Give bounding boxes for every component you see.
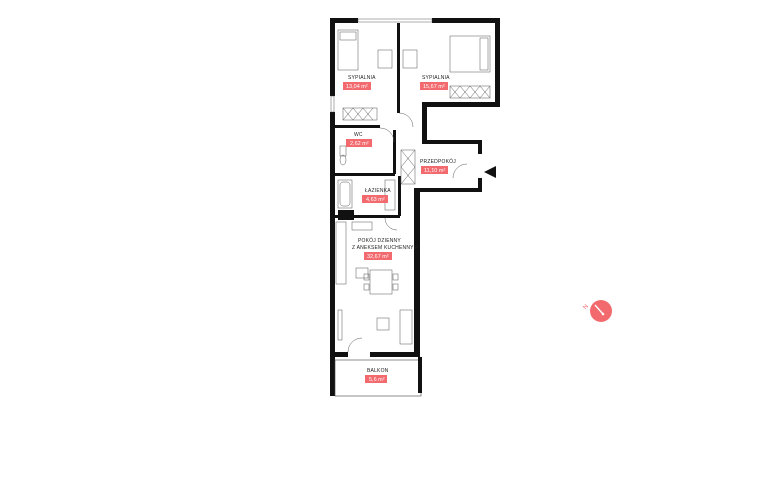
room-area: 32,67 m² [367, 254, 389, 260]
room-area: 5,6 m² [369, 377, 385, 383]
room-area: 4,63 m² [366, 197, 385, 203]
room-area: 2,62 m² [350, 141, 369, 147]
area-badge [362, 195, 388, 203]
room-name: PRZEDPOKÓJ [420, 158, 456, 165]
room-area: 11,10 m² [424, 168, 445, 174]
room-label-wc: WC 2,62 m² [346, 132, 372, 147]
room-name: WC [354, 132, 363, 138]
room-name: BALKON [367, 368, 389, 374]
area-badge [343, 82, 371, 90]
compass-letter: N [583, 304, 590, 311]
area-badge [421, 166, 448, 174]
walls [330, 18, 500, 397]
room-label-bedroom1: SYPIALNIA 13,04 m² [343, 75, 376, 90]
room-label-living: POKÓJ DZIENNY Z ANEKSEM KUCHENNYM 32,67 … [352, 237, 418, 260]
furniture [335, 29, 496, 353]
area-badge [346, 139, 372, 147]
room-name-line1: POKÓJ DZIENNY [358, 237, 401, 244]
room-name: SYPIALNIA [422, 75, 450, 81]
room-name: ŁAZIENKA [365, 188, 391, 194]
room-name-line2: Z ANEKSEM KUCHENNYM [352, 245, 418, 251]
area-badge [365, 375, 387, 383]
area-badge [364, 252, 392, 260]
area-badge [420, 82, 448, 90]
room-area: 13,04 m² [346, 84, 368, 90]
room-label-balcony: BALKON 5,6 m² [365, 368, 389, 383]
room-label-bedroom2: SYPIALNIA 15,67 m² [420, 75, 450, 90]
room-label-bathroom: ŁAZIENKA 4,63 m² [362, 188, 391, 203]
compass-icon: N [583, 300, 612, 322]
room-name: SYPIALNIA [348, 75, 376, 81]
room-label-hall: PRZEDPOKÓJ 11,10 m² [420, 158, 456, 174]
room-area: 15,67 m² [423, 84, 445, 90]
